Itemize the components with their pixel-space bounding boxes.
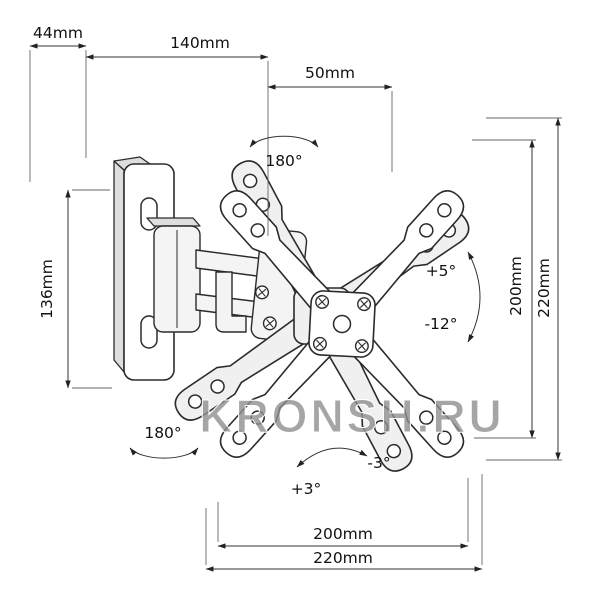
- rotate-arrow-icon: [249, 135, 319, 148]
- dim-right-200mm: 200mm: [472, 139, 536, 439]
- watermark: KRONSH.RU: [199, 390, 505, 442]
- screw-icon: [262, 315, 278, 331]
- dim-bottom-220mm: 220mm: [205, 474, 483, 572]
- wall-plate-side: [113, 160, 125, 373]
- angle-swivel-bottom-label: 180°: [144, 424, 181, 442]
- angle-tilt-up-label: +5°: [426, 262, 457, 280]
- angle-roll-minus-label: -3°: [367, 454, 390, 472]
- dim-136mm-label: 136mm: [38, 259, 56, 319]
- roll-arrow-icon: [296, 447, 368, 468]
- angle-tilt: +5° -12°: [424, 251, 481, 343]
- dim-right-200mm-label: 200mm: [507, 256, 525, 316]
- screw-icon: [356, 296, 372, 312]
- dim-bottom-200mm-label: 200mm: [313, 525, 373, 543]
- rotate-arrow-icon: [129, 447, 199, 459]
- hinge-top: [146, 217, 201, 227]
- angle-tilt-down-label: -12°: [424, 315, 457, 333]
- hub-center-hole: [332, 314, 352, 334]
- dim-44mm: 44mm: [29, 24, 87, 182]
- dim-44mm-label: 44mm: [33, 24, 83, 42]
- dim-50mm-label: 50mm: [305, 64, 355, 82]
- dim-140mm-label: 140mm: [170, 34, 230, 52]
- dim-right-220mm: 220mm: [486, 117, 562, 461]
- vesa-plate-front: [213, 183, 471, 465]
- tilt-arrow-icon: [467, 251, 481, 343]
- wall-plate-slot: [140, 315, 158, 349]
- dim-bottom-220mm-label: 220mm: [313, 549, 373, 567]
- screw-icon: [314, 294, 330, 310]
- dim-136mm: 136mm: [38, 189, 112, 389]
- swivel-arm: [146, 217, 273, 333]
- vesa-hub-front: [308, 290, 376, 358]
- angle-swivel-bottom: 180°: [129, 424, 199, 459]
- arm-hook: [215, 271, 247, 333]
- screw-icon: [312, 336, 328, 352]
- screw-icon: [254, 284, 270, 301]
- dim-bottom-200mm: 200mm: [217, 478, 469, 549]
- dim-50mm: 50mm: [267, 64, 393, 172]
- screw-icon: [354, 338, 370, 354]
- dim-right-220mm-label: 220mm: [535, 258, 553, 318]
- angle-roll-plus-label: +3°: [291, 480, 322, 498]
- dim-140mm: 140mm: [85, 34, 269, 236]
- angle-swivel-top-label: 180°: [265, 152, 302, 170]
- angle-roll: -3° +3°: [291, 447, 391, 498]
- angle-swivel-top: 180°: [249, 135, 319, 170]
